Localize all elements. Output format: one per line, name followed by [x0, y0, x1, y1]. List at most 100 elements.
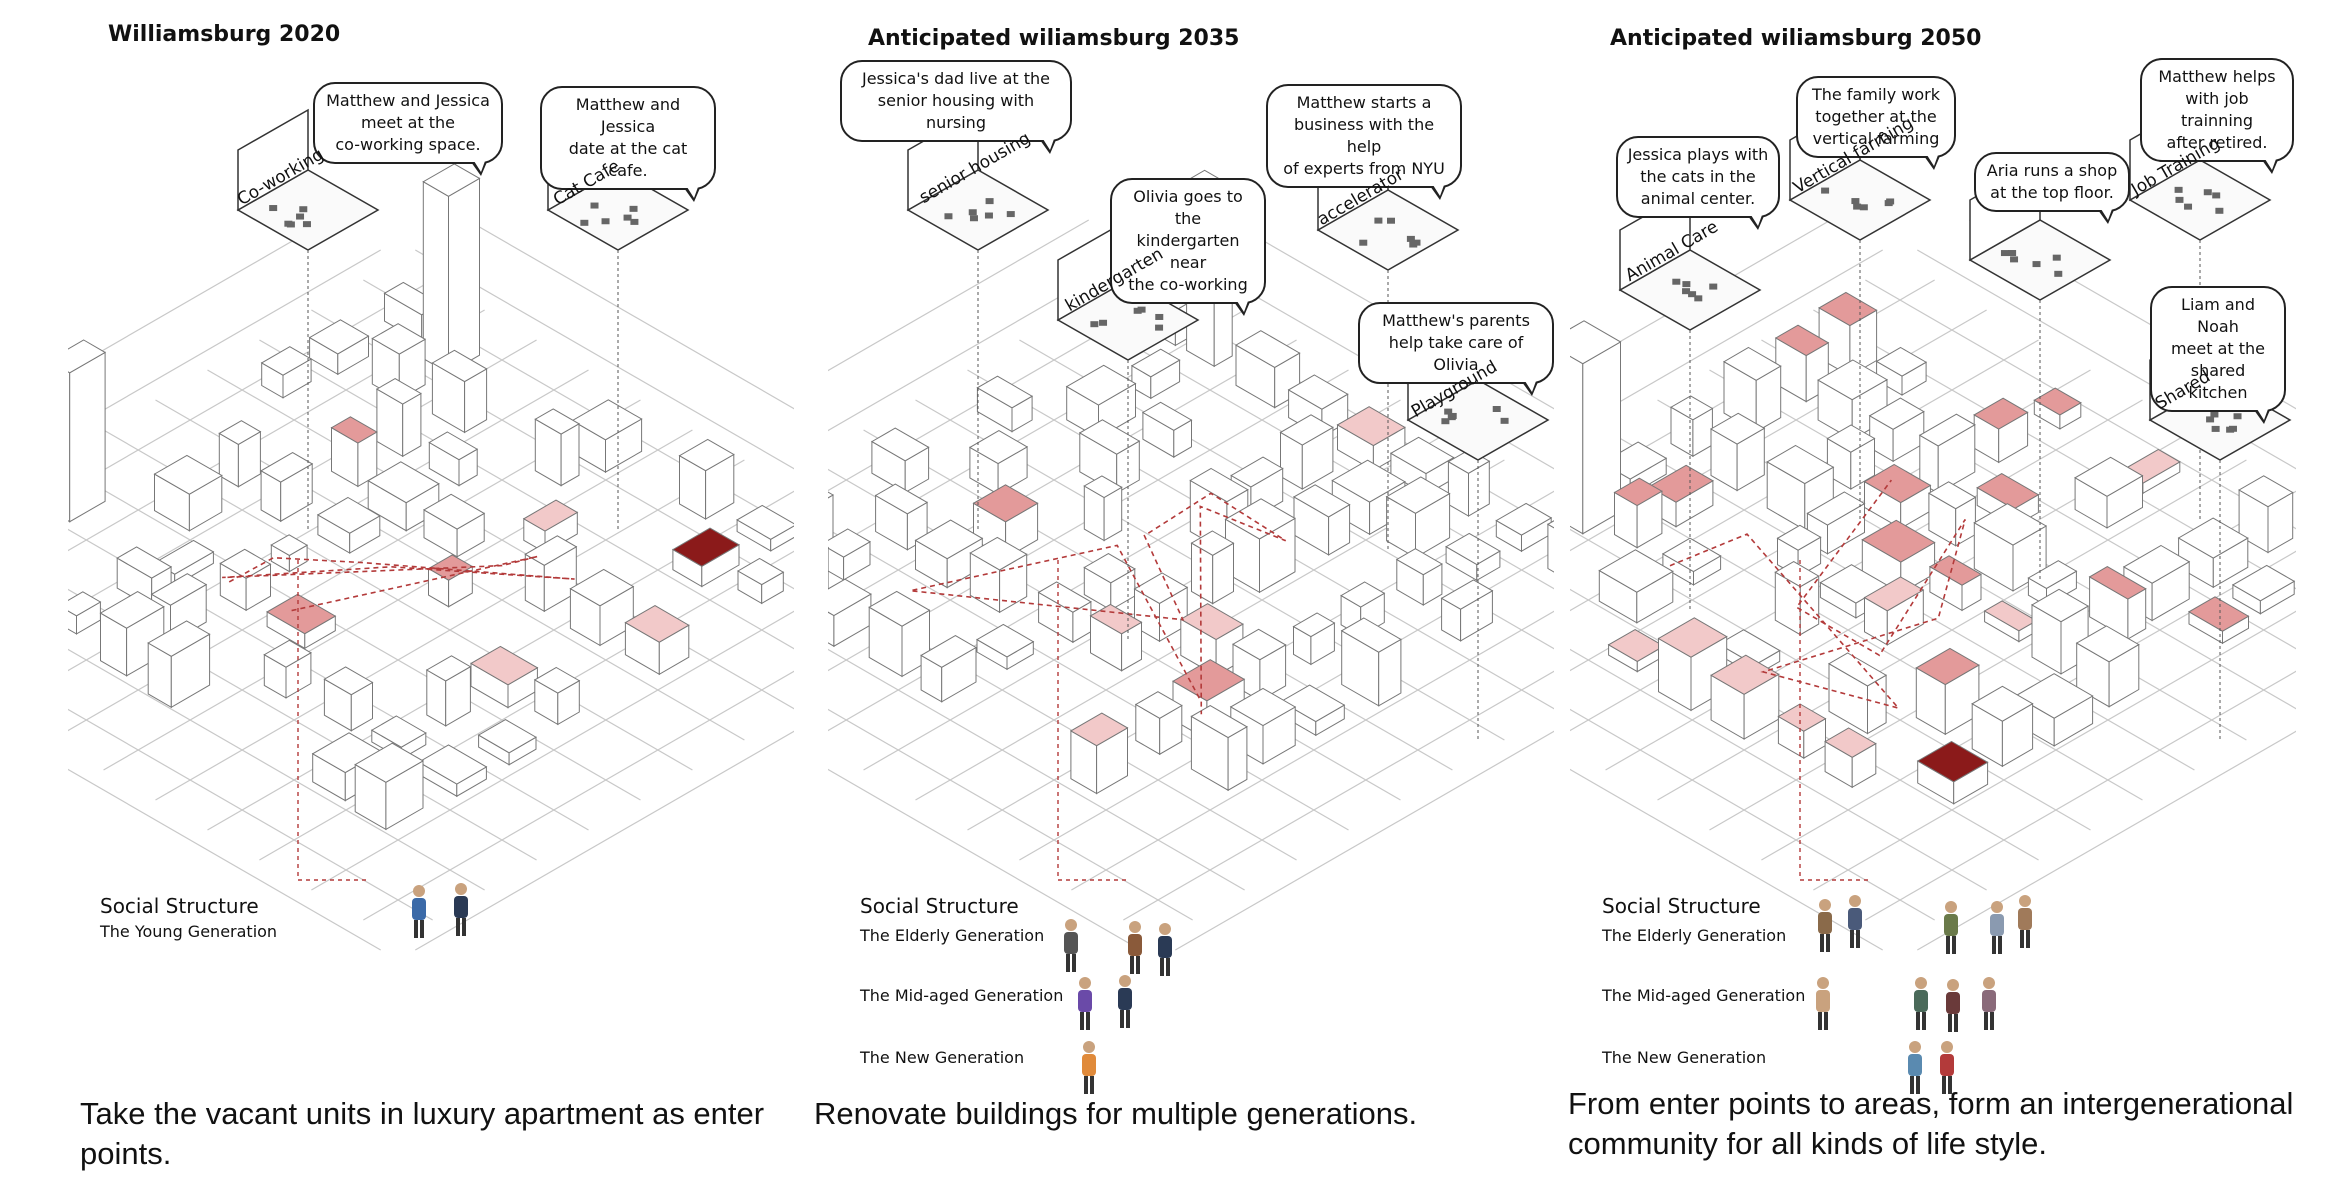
street-line — [828, 588, 1297, 861]
room-furniture — [299, 206, 308, 213]
room-furniture — [1859, 204, 1868, 211]
building-roof — [1928, 555, 1983, 586]
street-line — [1570, 648, 1987, 891]
building-roof — [2027, 560, 2078, 589]
building-roof — [1819, 564, 1888, 604]
person-figure — [1844, 894, 1866, 955]
room-furniture — [2203, 189, 2212, 196]
building-roof — [1235, 330, 1301, 368]
building-roof — [1445, 532, 1501, 566]
social-structure-heading: Social Structure — [100, 894, 259, 918]
generation-label: The New Generation — [860, 1048, 1025, 1067]
room-furniture — [630, 218, 639, 225]
building-roof — [828, 578, 872, 617]
street-line — [68, 768, 381, 951]
generation-label: The Elderly Generation — [860, 926, 1045, 945]
building-roof — [1232, 628, 1287, 661]
street-line — [828, 708, 1193, 921]
building-roof — [1229, 687, 1297, 727]
room-furniture — [601, 218, 610, 225]
building-roof — [2075, 625, 2140, 663]
room-furniture — [2226, 426, 2235, 433]
building-roof — [969, 536, 1028, 571]
person-figure — [1986, 900, 2008, 961]
building-roof — [367, 461, 440, 504]
building-roof — [972, 484, 1039, 523]
building-roof — [1710, 654, 1780, 695]
building-face — [422, 180, 449, 374]
building-roof — [1279, 414, 1334, 446]
building-roof — [828, 528, 871, 558]
building-roof — [1083, 553, 1136, 584]
building-roof — [1224, 498, 1297, 540]
building-roof — [1292, 484, 1351, 518]
street-line — [68, 219, 330, 372]
building-roof — [2014, 673, 2094, 719]
building-roof — [99, 591, 165, 629]
person-figure — [2014, 894, 2036, 955]
room-furniture — [2174, 186, 2183, 193]
route-path — [910, 492, 1287, 715]
building-roof — [1661, 537, 1722, 573]
social-structure-heading: Social Structure — [860, 894, 1019, 918]
room-furniture — [1386, 217, 1395, 224]
street-line — [1657, 459, 2247, 801]
street-line — [1175, 730, 1554, 951]
speech-bubble-kitchen: Liam and Noah meet at the shared kitchen — [2150, 286, 2286, 424]
room-furniture — [1886, 198, 1895, 205]
room-furniture — [1137, 306, 1146, 313]
speech-bubble-senior: Jessica's dad live at the senior housing… — [840, 60, 1072, 154]
building-roof — [2177, 517, 2249, 559]
street-line — [68, 648, 485, 891]
building-face — [448, 177, 480, 374]
building-roof — [1915, 647, 1980, 686]
person-figure — [1812, 976, 1834, 1037]
building-roof — [624, 605, 690, 643]
room-furniture — [2052, 254, 2061, 261]
street-line — [1865, 670, 2296, 921]
building-roof — [1065, 364, 1137, 406]
building-roof — [874, 483, 929, 515]
building-roof — [920, 635, 977, 668]
building-roof — [1657, 617, 1728, 658]
building-roof — [1190, 530, 1235, 556]
building-roof — [1983, 600, 2038, 632]
building-roof — [671, 527, 741, 567]
room-furniture — [286, 221, 295, 228]
street-line — [828, 249, 1141, 432]
panel-2020: Williamsburg 2020 Matthew and Jessica me… — [68, 0, 794, 1080]
building-roof — [1172, 659, 1246, 702]
building-roof — [323, 666, 374, 696]
building-roof — [1598, 549, 1674, 593]
street-line — [311, 610, 794, 891]
room-furniture — [2032, 261, 2041, 268]
street-line — [1570, 528, 2091, 831]
building-roof — [1826, 424, 1876, 453]
person-figure — [1942, 978, 1964, 1039]
building-roof — [428, 431, 479, 461]
building-roof — [153, 454, 223, 495]
person-figure — [1060, 918, 1082, 979]
room-furniture — [2206, 416, 2215, 423]
generation-label: The New Generation — [1602, 1048, 1767, 1067]
room-furniture — [1409, 241, 1418, 248]
room-furniture — [1694, 295, 1703, 302]
isometric-map-2020 — [68, 108, 794, 951]
person-figure — [1910, 976, 1932, 1037]
building-roof — [1875, 346, 1928, 377]
building-roof — [1340, 617, 1402, 653]
building-roof — [1806, 491, 1866, 526]
building-roof — [316, 496, 381, 534]
building-roof — [1776, 524, 1822, 551]
room-furniture — [1155, 313, 1164, 320]
room-furniture — [1851, 198, 1860, 205]
building-roof — [1927, 481, 1977, 510]
street-line — [68, 708, 433, 921]
building-roof — [1777, 703, 1827, 732]
building-roof — [477, 719, 537, 754]
building-roof — [1774, 324, 1830, 357]
street-line — [1226, 219, 1554, 410]
building-roof — [311, 732, 383, 774]
room-furniture — [590, 202, 599, 209]
building-roof — [219, 548, 272, 579]
